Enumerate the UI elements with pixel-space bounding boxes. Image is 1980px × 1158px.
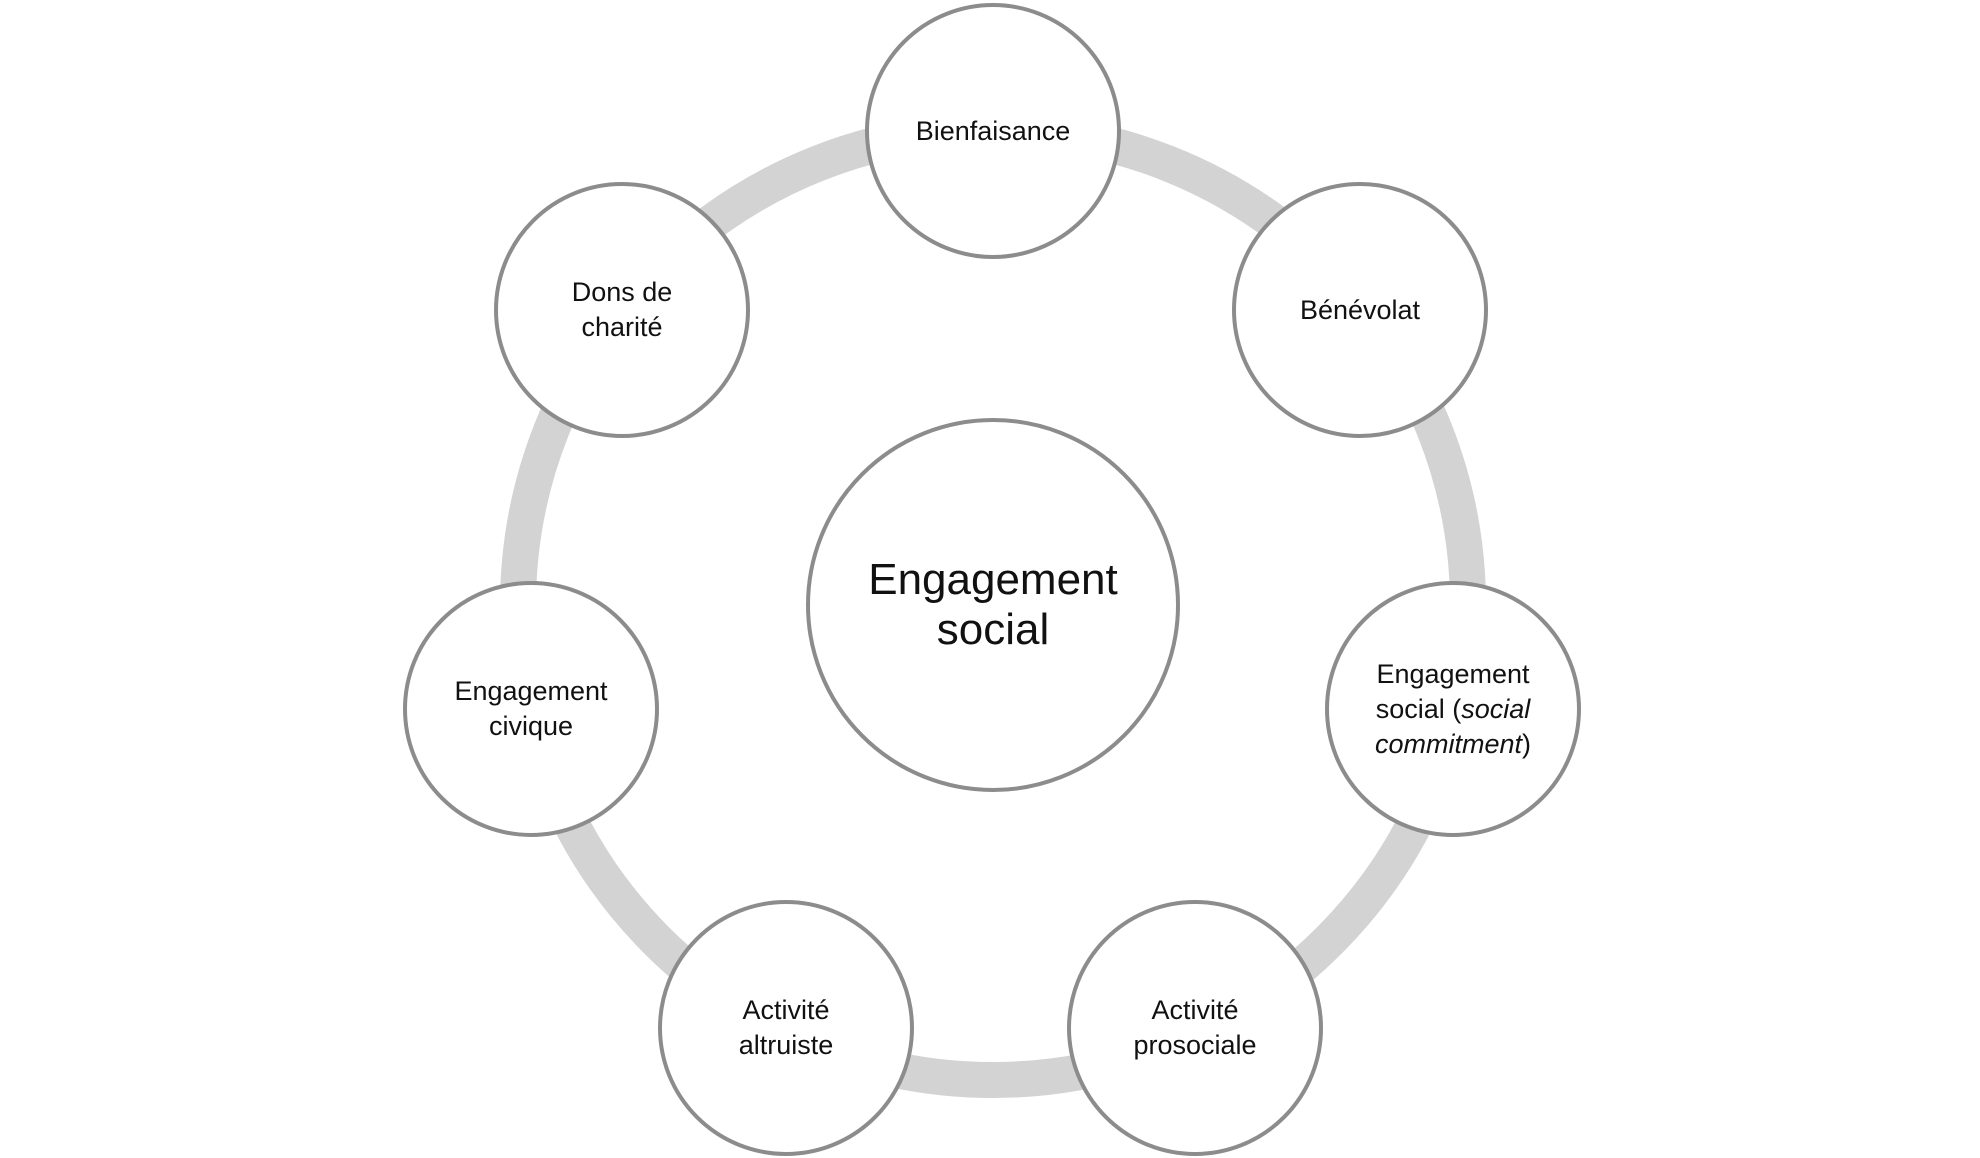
node-label-social-commitment-italic: social commitment — [1374, 693, 1531, 759]
node-label-engagement-civique: Engagement civique — [454, 676, 608, 741]
node-dons-de-charite: Dons de charité — [494, 182, 750, 438]
center-label: Engagement social — [868, 555, 1118, 654]
node-label-engagement-social-prefix: Engagement social ( — [1375, 658, 1530, 724]
center-engagement-social: Engagement social — [806, 418, 1180, 792]
node-label-activite-altruiste: Activité altruiste — [738, 995, 834, 1060]
node-label-engagement-social-commitment: Engagement social (social commitment) — [1343, 657, 1564, 762]
node-label-bienfaisance: Bienfaisance — [915, 115, 1071, 146]
node-activite-altruiste: Activité altruiste — [658, 900, 914, 1156]
node-activite-prosociale: Activité prosociale — [1067, 900, 1323, 1156]
node-engagement-social-commitment: Engagement social (social commitment) — [1325, 581, 1581, 837]
node-bienfaisance: Bienfaisance — [865, 3, 1121, 259]
node-benevolat: Bénévolat — [1232, 182, 1488, 438]
node-label-activite-prosociale: Activité prosociale — [1133, 995, 1257, 1060]
node-label-dons-de-charite: Dons de charité — [571, 277, 673, 342]
node-label-engagement-social-suffix: ) — [1522, 728, 1532, 759]
node-engagement-civique: Engagement civique — [403, 581, 659, 837]
node-label-benevolat: Bénévolat — [1299, 294, 1421, 325]
